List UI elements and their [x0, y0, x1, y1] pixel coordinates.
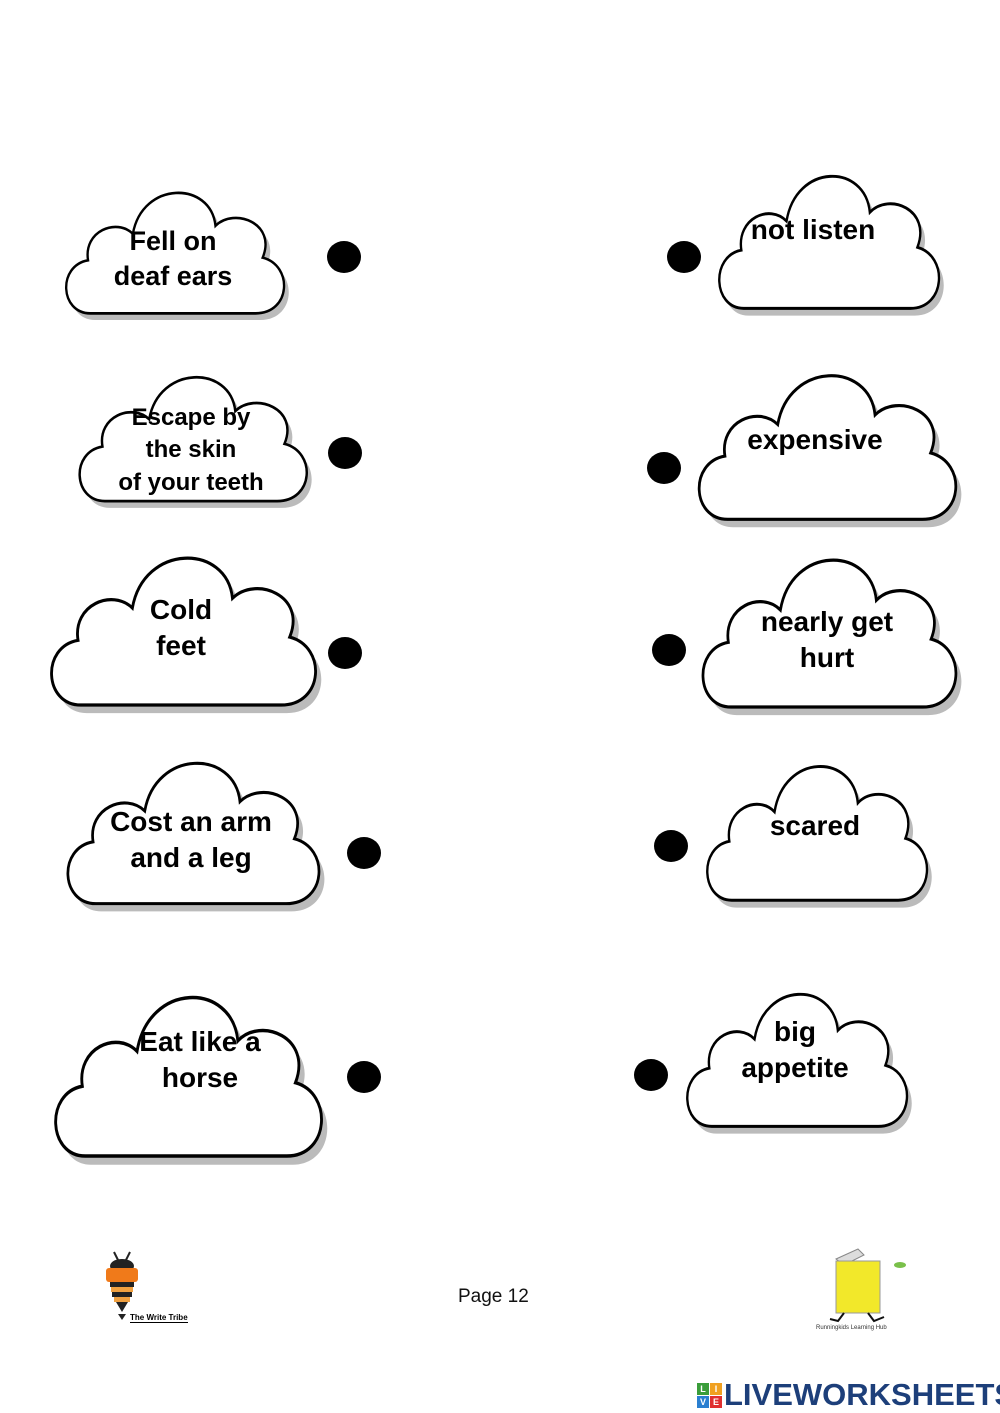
match-dot-left-5[interactable] [347, 1061, 381, 1093]
match-dot-left-3[interactable] [328, 637, 362, 669]
cloud-meaning-4: scared [696, 750, 934, 912]
write-tribe-logo: The Write Tribe [100, 1250, 210, 1330]
cloud-text: Cold feet [149, 594, 213, 662]
cloud-idiom-5: Eat like a horse [42, 978, 330, 1170]
runningkids-logo: Runningkids Learning Hub [808, 1245, 918, 1345]
cloud-meaning-3: nearly get hurt [690, 542, 964, 720]
match-dot-right-2[interactable] [647, 452, 681, 484]
cloud-meaning-2: expensive [686, 358, 964, 532]
brand-name: LIVEWORKSHEETS [724, 1377, 1000, 1412]
brand-letter: V [697, 1395, 709, 1408]
cloud-meaning-5: big appetite [676, 978, 914, 1138]
cloud-text: Cost an arm and a leg [110, 806, 272, 874]
runningkids-logo-text: Runningkids Learning Hub [816, 1325, 887, 1331]
match-dot-left-4[interactable] [347, 837, 381, 869]
cloud-text: scared [769, 810, 861, 841]
cloud-idiom-1: Fell on deaf ears [55, 178, 291, 324]
match-dot-right-5[interactable] [634, 1059, 668, 1091]
write-tribe-logo-text: The Write Tribe [130, 1313, 188, 1323]
brand-letter: L [697, 1382, 709, 1395]
brand-letter: I [710, 1382, 722, 1395]
cloud-idiom-3: Cold feet [38, 540, 324, 718]
page-number: Page 12 [458, 1286, 529, 1307]
cloud-text: nearly get hurt [760, 606, 894, 674]
brand-letter: E [710, 1395, 722, 1408]
liveworksheets-brand: L I V E LIVEWORKSHEETS [697, 1377, 1000, 1413]
match-dot-left-2[interactable] [328, 437, 362, 469]
cloud-text: Eat like a horse [139, 1026, 261, 1094]
cloud-text: not listen [750, 214, 876, 245]
match-dot-right-1[interactable] [667, 241, 701, 273]
match-dot-right-3[interactable] [652, 634, 686, 666]
cloud-idiom-4: Cost an arm and a leg [55, 746, 327, 916]
cloud-text: Escape by the skin of your teeth [118, 404, 264, 496]
live-grid-icon: L I V E [697, 1382, 722, 1408]
cloud-idiom-2: Escape by the skin of your teeth [68, 362, 314, 512]
cloud-text: expensive [747, 424, 883, 455]
match-dot-right-4[interactable] [654, 830, 688, 862]
cloud-meaning-1: not listen [708, 160, 946, 320]
cloud-text: Fell on deaf ears [113, 226, 233, 292]
match-dot-left-1[interactable] [327, 241, 361, 273]
cloud-text: big appetite [741, 1016, 849, 1084]
